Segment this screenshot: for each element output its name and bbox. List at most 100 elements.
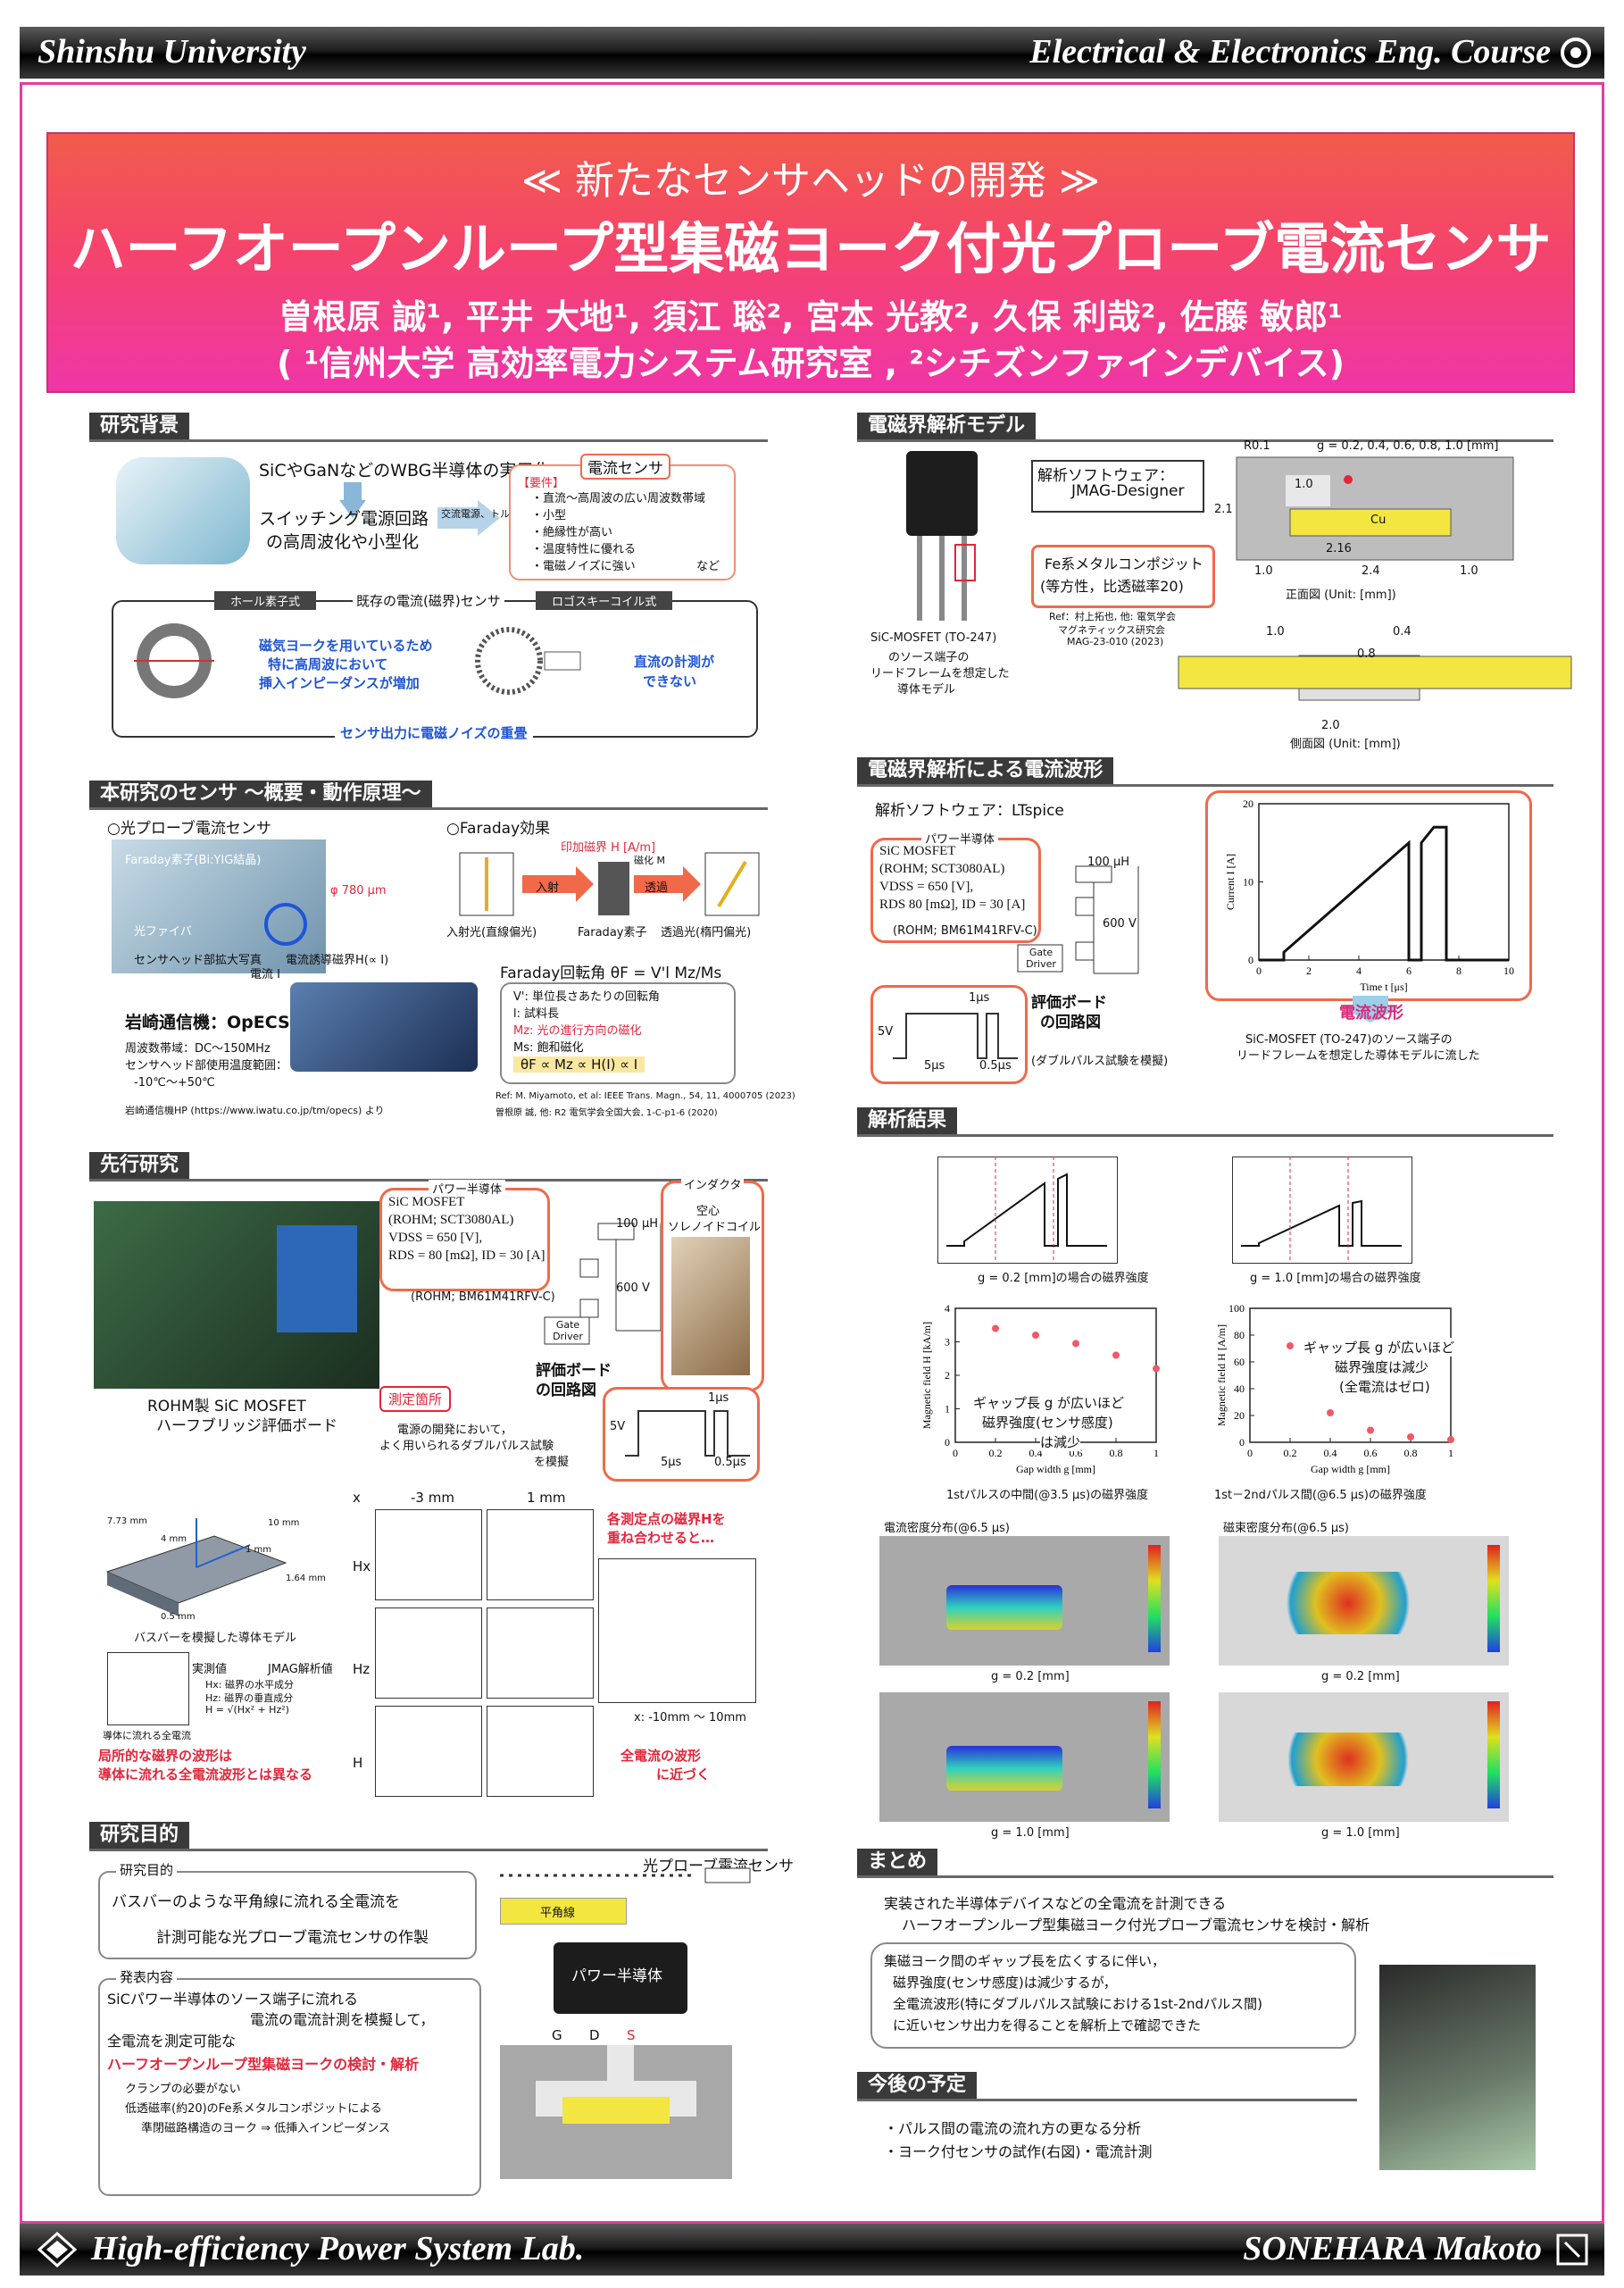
caption-g02-field: g = 0.2 [mm]の場合の磁界強度 xyxy=(978,1272,1149,1285)
noise-note: センサ出力に電磁ノイズの重畳 xyxy=(335,723,533,742)
requirement-3: ・絶縁性が高い xyxy=(531,526,613,539)
prior-pulse-box xyxy=(603,1387,760,1482)
waveform-eval-board: 評価ボード xyxy=(1031,994,1107,1012)
dim-0-8: 0.8 xyxy=(1357,647,1376,661)
data-point xyxy=(1407,1433,1414,1440)
em-device-2: のソース端子の xyxy=(888,651,970,664)
data-point xyxy=(1287,1342,1294,1349)
existing-label: 既存の電流(磁界)センサ xyxy=(353,591,504,610)
data-point xyxy=(1072,1340,1079,1348)
requirements-box xyxy=(509,464,736,580)
requirements-label: 【要件】 xyxy=(518,477,565,490)
legend-measured: 実測値 xyxy=(192,1663,228,1676)
approach-note-2: に近づく xyxy=(656,1766,711,1783)
university-name: Shinshu University xyxy=(37,33,306,71)
em-software: JMAG-Designer xyxy=(1071,482,1185,500)
pin-s: S xyxy=(627,2027,636,2043)
field-waveform-g10-trace xyxy=(1241,1157,1402,1262)
data-point xyxy=(1367,1426,1374,1434)
inductor-photo xyxy=(277,1225,357,1332)
hall-note-3: 挿入インピーダンスが増加 xyxy=(259,675,420,691)
data-point xyxy=(1032,1332,1039,1339)
grid-row-h: H xyxy=(353,1755,363,1771)
dim-2-0: 2.0 xyxy=(1321,719,1340,732)
poster-frame xyxy=(20,82,1604,2224)
opecs-spec-1: 周波数帯域：DC～150MHz xyxy=(125,1042,271,1056)
waveform-device-box xyxy=(870,838,1041,943)
authors: 曽根原 誠¹, 平井 大地¹, 須江 聡², 宮本 光教², 久保 利哉², 佐… xyxy=(279,297,1343,337)
opecs-photo xyxy=(290,982,478,1072)
map-caption-g02-b: g = 0.2 [mm] xyxy=(1321,1670,1400,1683)
y-tick-label: 40 xyxy=(1234,1382,1245,1395)
ev-illustration xyxy=(116,457,250,564)
author-name: SONEHARA Makoto xyxy=(1243,2230,1542,2267)
gap-note-b1: ギャップ長 g が広いほど xyxy=(1303,1338,1455,1357)
header-bar: Shinshu University Electrical & Electron… xyxy=(20,27,1604,79)
flux-density-map-g10 xyxy=(1219,1692,1509,1822)
x-tick-label: 0.2 xyxy=(1284,1447,1297,1459)
content-line-4: ハーフオープンループ型集磁ヨークの検討・解析 xyxy=(107,2056,420,2073)
hall-note-1: 磁気ヨークを用いているため xyxy=(259,638,433,654)
incident-light-label: 入射光(直線偏光) xyxy=(446,926,537,939)
def-hx: Hx: 磁界の水平成分 xyxy=(205,1679,294,1691)
test-note-1: 電源の開発において， xyxy=(397,1424,512,1437)
grid-col-2: 1 mm xyxy=(527,1490,566,1506)
waveform-note-1: SiC-MOSFET (TO-247)のソース端子の xyxy=(1245,1033,1453,1047)
content-line-7: 準閉磁路構造のヨーク ⇒ 低挿入インピーダンス xyxy=(141,2122,390,2135)
caption-1st-pulse: 1stパルスの中間(@3.5 μs)の磁界強度 xyxy=(946,1489,1149,1502)
poster-title: ハーフオープンループ型集磁ヨーク付光プローブ電流センサ xyxy=(70,216,1552,281)
y-tick-label: 3 xyxy=(945,1336,950,1349)
transmitted-light-label: 透過光(楕円偏光) xyxy=(661,926,752,939)
pin-d: D xyxy=(589,2027,600,2043)
dim-1-0-a: 1.0 xyxy=(1295,478,1313,491)
goal-line-2: 計測可能な光プローブ電流センサの作製 xyxy=(156,1929,429,1947)
current-density-map-g10 xyxy=(879,1692,1170,1822)
y-tick-label: 100 xyxy=(1228,1302,1245,1315)
material-ref-2: マグネティックス研究会 xyxy=(1058,624,1166,636)
dim-1-0-d: 1.0 xyxy=(1266,625,1285,639)
x-tick-label: 1 xyxy=(1448,1447,1453,1459)
lab-name: High-efficiency Power System Lab. xyxy=(91,2230,585,2267)
legend-1: V': 単位長さあたりの回転角 xyxy=(513,990,660,1004)
material-ref-1: Ref：村上拓也, 他: 電気学会 xyxy=(1049,611,1176,622)
y-axis-label: Current I [A] xyxy=(1224,854,1237,910)
grid-row-hx: Hx xyxy=(353,1558,371,1574)
y-tick-label: 10 xyxy=(1243,876,1253,889)
busbar-dim-f: 10 mm xyxy=(268,1518,300,1528)
x-tick-label: 8 xyxy=(1456,964,1462,977)
data-point xyxy=(1447,1436,1454,1443)
current-waveform-title: 電流波形 xyxy=(1339,1004,1403,1023)
sensor-probe-line xyxy=(500,1867,751,1883)
requirement-2: ・小型 xyxy=(531,509,567,522)
prototype-sensor-photo xyxy=(1379,1965,1536,2170)
y-tick-label: 60 xyxy=(1234,1356,1245,1368)
waveform-rohm: (ROHM; SCT3080AL) xyxy=(879,862,1005,876)
waveform-plot-hx-1 xyxy=(375,1509,482,1600)
gap-note-a1: ギャップ長 g が広いほど xyxy=(973,1393,1125,1412)
title-banner: ≪ 新たなセンサヘッドの開発 ≫ ハーフオープンループ型集磁ヨーク付光プローブ電… xyxy=(46,132,1575,393)
gap-values: g = 0.2, 0.4, 0.6, 0.8, 1.0 [mm] xyxy=(1317,439,1499,453)
section-prior: 先行研究 xyxy=(89,1152,768,1182)
local-field-note-1: 局所的な磁界の波形は xyxy=(98,1748,233,1764)
ltspice-label: 解析ソフトウェア：LTspice xyxy=(875,802,1064,820)
arrow-right-icon xyxy=(437,500,500,536)
requirements-title: 電流センサ xyxy=(580,454,670,480)
map-caption-g10-a: g = 1.0 [mm] xyxy=(991,1826,1070,1840)
incident-arrow-label: 入射 xyxy=(536,881,560,895)
busbar-dim-c: 1 mm xyxy=(246,1545,272,1555)
faraday-device-label: Faraday素子 xyxy=(578,926,647,939)
dim-1-0-c: 1.0 xyxy=(1460,564,1478,578)
content-line-3: 全電流を測定可能な xyxy=(107,2033,237,2050)
y-tick-label: 1 xyxy=(945,1403,950,1415)
goal-label: 研究目的 xyxy=(116,1860,178,1879)
prior-eval-board: 評価ボード xyxy=(536,1362,612,1380)
opecs-url: 岩崎通信機HP (https://www.iwatu.co.jp/tm/opec… xyxy=(125,1105,385,1116)
field-waveform-g02-trace xyxy=(946,1157,1107,1262)
x-tick-label: 0.6 xyxy=(1364,1447,1378,1459)
dim-2-4: 2.4 xyxy=(1362,564,1380,578)
air-core-label: 空心 xyxy=(696,1205,720,1218)
to247-body xyxy=(906,451,978,536)
y-tick-label: 2 xyxy=(945,1369,950,1382)
y-tick-label: 0 xyxy=(1239,1436,1245,1449)
front-view-caption: 正面図 (Unit: [mm]) xyxy=(1286,589,1396,602)
